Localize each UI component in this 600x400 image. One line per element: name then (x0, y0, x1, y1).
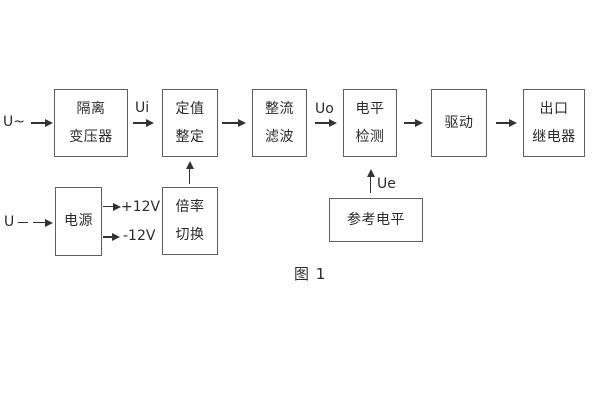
block-ratio-switch: 倍率 切换 (162, 187, 218, 255)
block-level-detect: 电平 检测 (343, 89, 397, 157)
arrow-ratio-to-setting (185, 161, 194, 184)
block-label-line: 滤波 (265, 129, 294, 145)
block-isolation-transformer: 隔离 变压器 (54, 89, 128, 157)
block-label-line: 隔离 (76, 100, 106, 117)
arrow-ac-input-to-isolation (31, 119, 53, 128)
arrow-isolation-to-setting (133, 119, 154, 128)
block-label-line: 电源 (64, 213, 93, 230)
block-label-line: 驱动 (444, 114, 474, 131)
block-label-line: 倍率 (175, 198, 205, 215)
block-label-line: 电平 (355, 100, 385, 117)
label-signal-ui: Ui (135, 100, 150, 116)
arrow-drive-to-relay (496, 119, 517, 128)
block-power-supply: 电源 (55, 187, 102, 256)
block-reference-level: 参考电平 (329, 198, 423, 242)
label-rail-plus12v: +12V (121, 199, 161, 215)
arrow-setting-to-rectify (222, 119, 246, 128)
block-label-line: 定值 (175, 100, 205, 117)
block-setting-adjust: 定值 整定 (162, 89, 218, 157)
block-label-line: 切换 (175, 227, 205, 243)
arrow-dc-input-to-power (18, 218, 53, 227)
block-label-line: 参考电平 (347, 211, 405, 228)
label-signal-ue: Ue (377, 176, 396, 192)
block-rectify-filter: 整流 滤波 (252, 89, 307, 157)
figure-caption: 图 1 (294, 265, 327, 283)
arrow-level-to-drive (404, 119, 423, 128)
label-u-ac-input: U~ (3, 114, 25, 130)
label-u-dc-input: U (4, 214, 15, 230)
label-signal-uo: Uo (315, 101, 334, 117)
arrow-reference-to-level (366, 169, 375, 193)
arrow-power-to-plus12v (103, 202, 121, 211)
block-label-line: 检测 (355, 129, 385, 145)
label-rail-minus12v: -12V (123, 228, 156, 244)
arrow-power-to-minus12v (103, 233, 120, 242)
block-label-line: 整定 (175, 129, 205, 145)
block-label-line: 继电器 (532, 129, 576, 145)
arrow-rectify-to-level (315, 119, 337, 128)
block-drive: 驱动 (431, 89, 487, 157)
block-label-line: 变压器 (69, 129, 113, 145)
block-output-relay: 出口 继电器 (523, 89, 585, 157)
block-label-line: 出口 (539, 100, 569, 117)
block-label-line: 整流 (265, 100, 294, 117)
